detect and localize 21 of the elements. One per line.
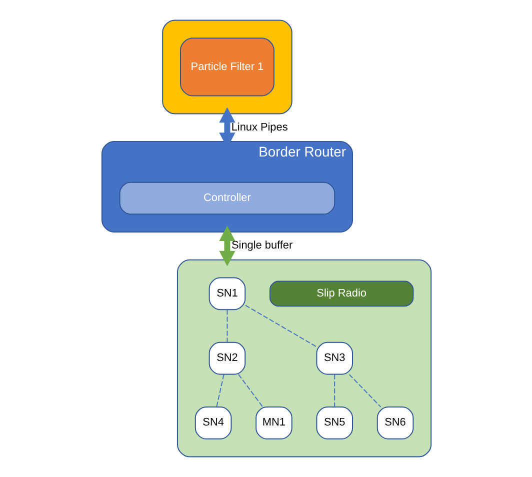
- node-box: SN3: [316, 342, 353, 375]
- node-box: SN5: [316, 406, 353, 440]
- edge-label: Single buffer: [230, 240, 292, 252]
- connector: [348, 374, 381, 408]
- connector: [334, 374, 335, 408]
- node-box: MN1: [255, 406, 292, 440]
- cluster: [176, 259, 432, 458]
- connector: [216, 374, 224, 408]
- cluster: [162, 20, 292, 114]
- edge-label: Linux Pipes: [230, 121, 288, 134]
- node-box: SN2: [208, 342, 246, 375]
- node-box: Slip Radio: [268, 280, 414, 307]
- arrow: [218, 226, 235, 266]
- connector: [244, 304, 317, 348]
- connector: [238, 374, 263, 408]
- node-box: SN1: [208, 277, 246, 310]
- node-box: SN4: [194, 406, 232, 440]
- node-box: SN6: [376, 406, 414, 440]
- node-box: Controller: [118, 182, 335, 215]
- node-box: Particle Filter 1: [179, 38, 274, 96]
- connector: [226, 309, 228, 343]
